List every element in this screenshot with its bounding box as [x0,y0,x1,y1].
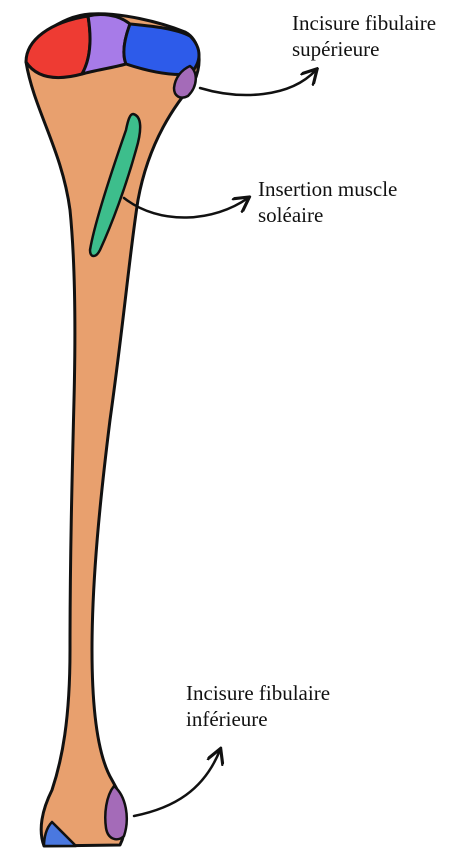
label-line: soléaire [258,202,397,228]
fibular-notch-inferior [105,786,126,839]
label-incisure-fibulaire-superieure: Incisure fibulaire supérieure [292,10,436,62]
label-line: Incisure fibulaire [186,680,330,706]
label-line: Incisure fibulaire [292,10,436,36]
intercondylar-purple [82,15,130,74]
label-line: Insertion muscle [258,176,397,202]
arrow-incisure-inferieure [134,750,220,816]
label-line: inférieure [186,706,330,732]
lateral-condyle-red [26,16,90,78]
tibia-bone [26,14,199,846]
label-line: supérieure [292,36,436,62]
label-insertion-muscle-soleaire: Insertion muscle soléaire [258,176,397,228]
label-incisure-fibulaire-inferieure: Incisure fibulaire inférieure [186,680,330,732]
arrow-insertion-soleaire [124,198,248,218]
arrow-incisure-superieure [200,70,316,95]
